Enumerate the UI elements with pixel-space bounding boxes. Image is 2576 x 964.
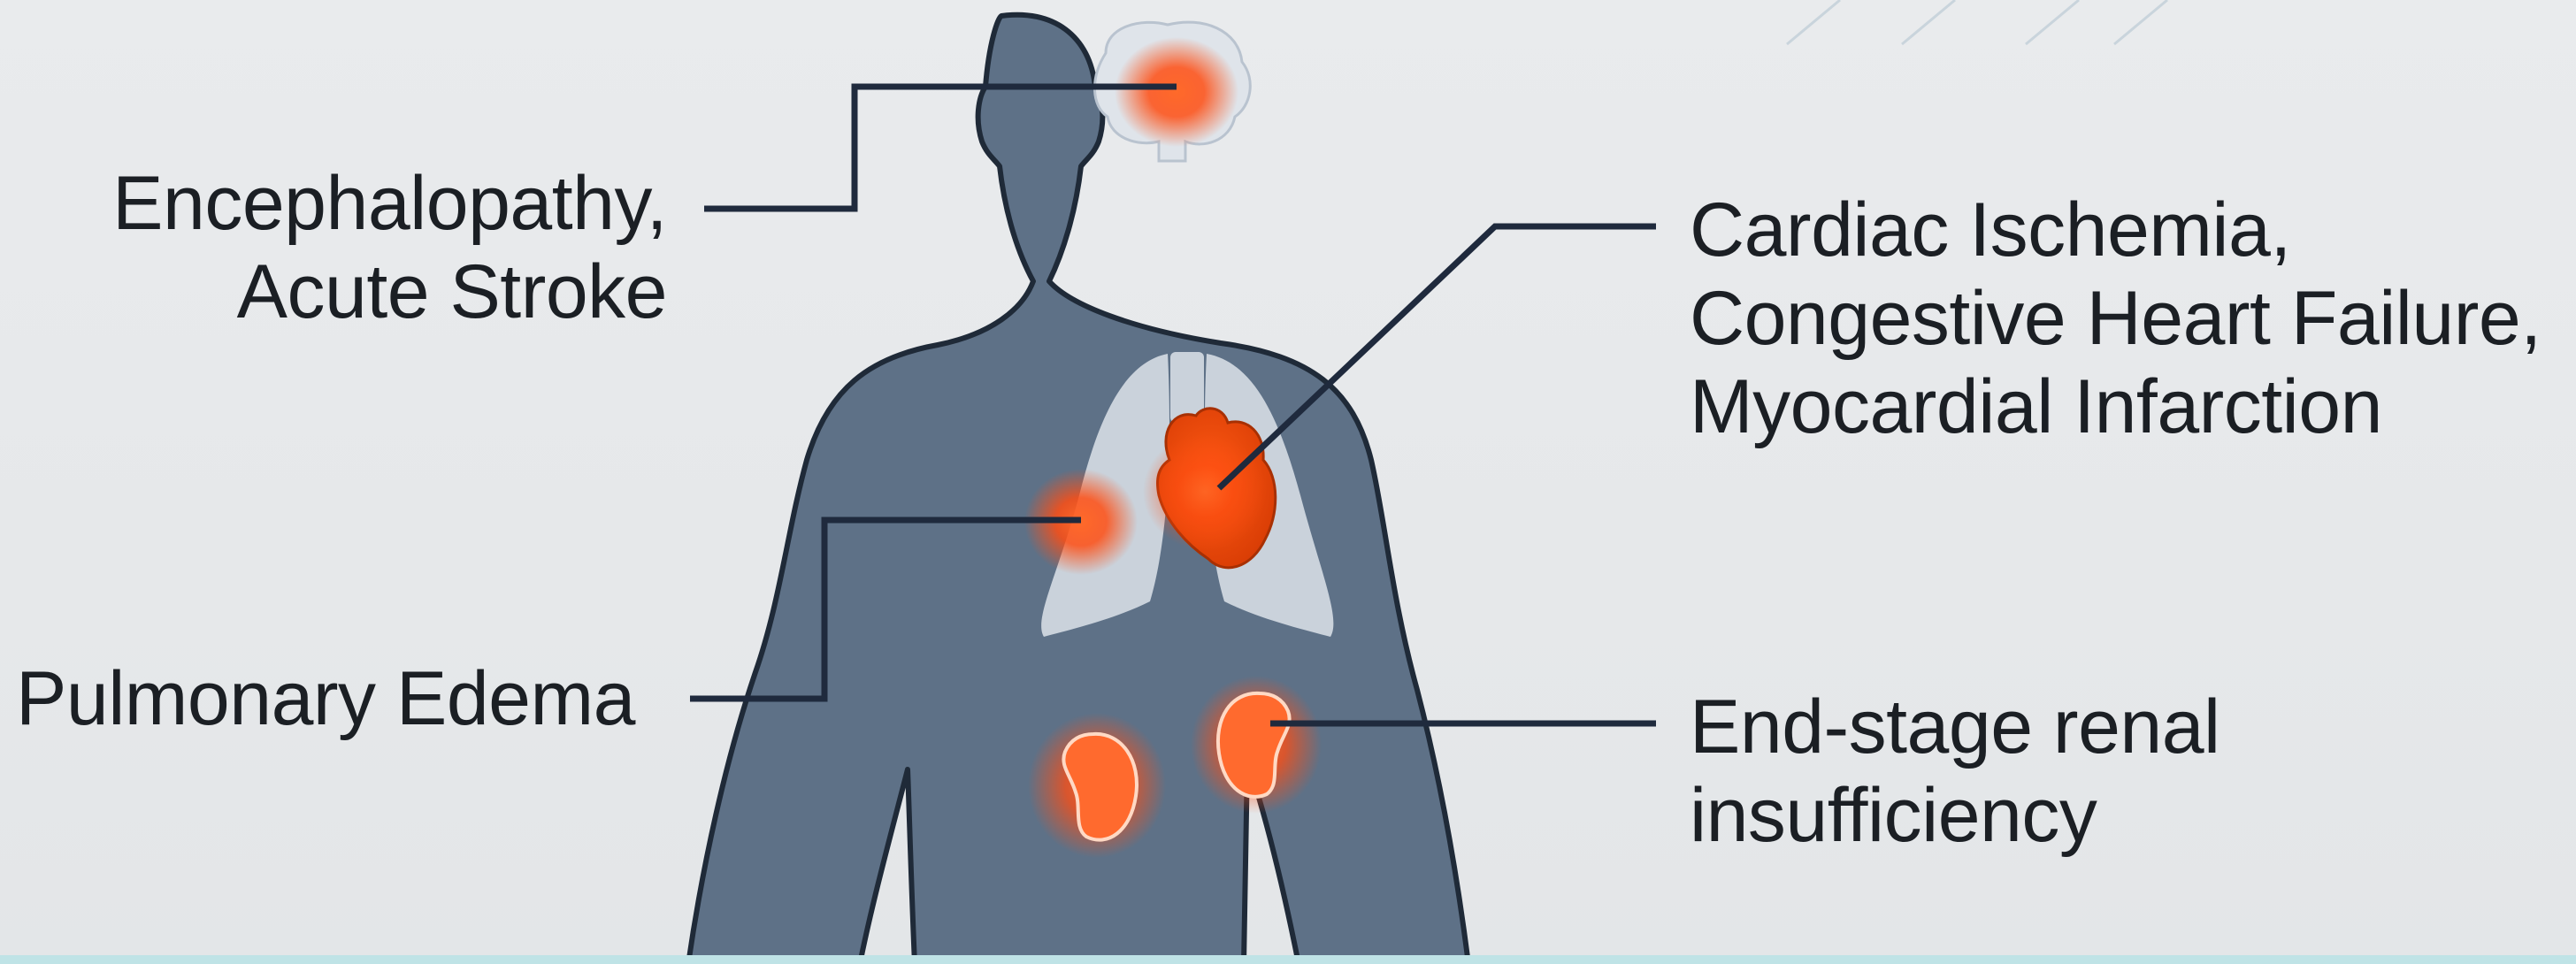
callout-heart-line3: Myocardial Infarction xyxy=(1690,363,2542,451)
brain-icon xyxy=(1094,22,1250,161)
kidney-left-icon xyxy=(1028,713,1166,858)
callout-label-heart: Cardiac Ischemia, Congestive Heart Failu… xyxy=(1690,186,2542,451)
callout-kidneys-line2: insufficiency xyxy=(1690,771,2220,860)
bottom-accent-strip xyxy=(0,955,2576,964)
callout-brain-line1: Encephalopathy, xyxy=(112,159,667,248)
callout-brain-line2: Acute Stroke xyxy=(112,248,667,336)
callout-heart-line2: Congestive Heart Failure, xyxy=(1690,274,2542,363)
callout-lungs-line1: Pulmonary Edema xyxy=(16,654,635,743)
callout-kidneys-line1: End-stage renal xyxy=(1690,683,2220,771)
callout-label-lungs: Pulmonary Edema xyxy=(16,654,635,743)
background-decoration xyxy=(1787,0,2167,44)
callout-label-kidneys: End-stage renal insufficiency xyxy=(1690,683,2220,860)
callout-label-brain: Encephalopathy, Acute Stroke xyxy=(112,159,667,336)
callout-heart-line1: Cardiac Ischemia, xyxy=(1690,186,2542,274)
kidney-right-icon xyxy=(1191,676,1322,814)
